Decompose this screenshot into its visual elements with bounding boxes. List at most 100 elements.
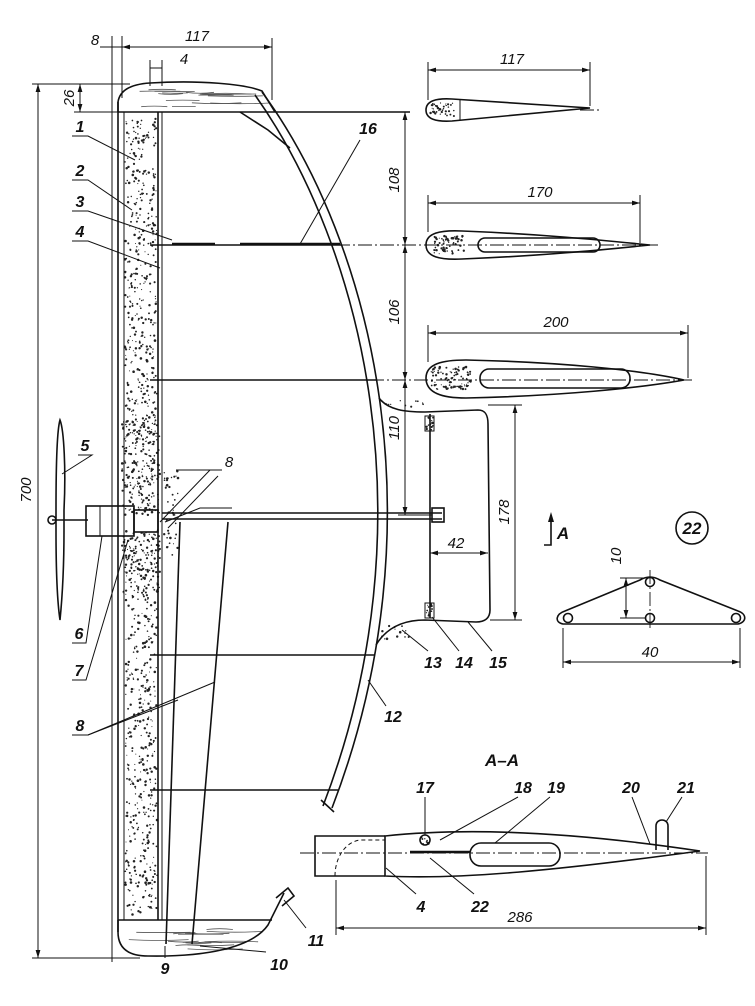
- stipple-dot: [143, 585, 146, 588]
- stipple-dot: [149, 199, 152, 202]
- leader-16: [299, 139, 361, 245]
- stipple-dot: [129, 152, 131, 155]
- stipple-dot: [145, 351, 148, 354]
- stipple-dot: [438, 241, 441, 245]
- stipple-dot: [140, 796, 143, 799]
- stipple-dot: [405, 630, 407, 632]
- stipple-dot: [131, 476, 134, 479]
- stipple-dot: [438, 367, 441, 370]
- stipple-dot: [128, 578, 131, 582]
- stipple-dot: [138, 137, 140, 139]
- stipple-dot: [128, 727, 130, 729]
- stipple-dot: [170, 476, 173, 479]
- stipple-dot: [145, 380, 147, 383]
- stipple-dot: [148, 635, 150, 638]
- dim-fin-height: 178: [496, 499, 513, 525]
- stipple-dot: [125, 814, 129, 818]
- stipple-dot: [167, 501, 169, 503]
- stipple-dot: [141, 188, 143, 191]
- stipple-dot: [126, 200, 130, 204]
- stipple-dot: [132, 326, 136, 330]
- stipple-dot: [149, 430, 153, 434]
- stipple-dot: [142, 422, 145, 425]
- stipple-dot: [150, 496, 153, 498]
- stipple-dot: [445, 237, 448, 239]
- stipple-dot: [134, 347, 138, 350]
- stipple-dot: [144, 561, 146, 564]
- stipple-dot: [460, 375, 463, 378]
- leader-19: [494, 796, 551, 844]
- stipple-dot: [141, 436, 143, 438]
- stipple-dot: [132, 126, 135, 129]
- stipple-dot: [147, 318, 150, 320]
- stipple-dot: [149, 483, 152, 486]
- stipple-dot: [445, 373, 448, 376]
- stipple-dot: [136, 198, 138, 200]
- stipple-dot: [131, 750, 134, 752]
- stipple-dot: [132, 170, 134, 173]
- stipple-dot: [140, 192, 144, 195]
- stipple-dot: [144, 699, 146, 701]
- stipple-dot: [164, 486, 167, 489]
- stipple-dot: [142, 423, 144, 426]
- stipple-dot: [427, 606, 430, 608]
- callout-17: 17: [416, 780, 435, 797]
- stipple-dot: [125, 420, 129, 423]
- stipple-dot: [456, 240, 459, 243]
- stipple-dot: [149, 291, 152, 293]
- dimension-arrowhead: [402, 237, 408, 245]
- stipple-dot: [140, 498, 143, 500]
- stipple-dot: [128, 260, 131, 263]
- stipple-dot: [145, 554, 147, 556]
- stipple-dot: [126, 777, 128, 780]
- stipple-dot: [151, 492, 154, 495]
- stipple-dot: [129, 703, 132, 706]
- stipple-dot: [445, 385, 447, 388]
- stipple-dot: [153, 128, 156, 131]
- stipple-dot: [146, 772, 149, 775]
- stipple-dot: [168, 485, 171, 489]
- stipple-dot: [138, 298, 141, 300]
- stipple-dot: [147, 253, 149, 256]
- stipple-dot: [137, 562, 141, 566]
- stipple-dot: [138, 490, 140, 492]
- stipple-dot: [138, 231, 140, 233]
- stipple-dot: [151, 467, 153, 470]
- stipple-dot: [173, 475, 176, 478]
- stipple-dot: [454, 367, 457, 371]
- stipple-dot: [136, 420, 138, 423]
- stipple-dot: [132, 818, 135, 821]
- stipple-dot: [142, 184, 145, 187]
- stipple-dot: [430, 428, 433, 431]
- stipple-dot: [143, 424, 146, 426]
- stipple-dot: [137, 586, 140, 588]
- stipple-dot: [125, 581, 127, 583]
- stipple-dot: [131, 420, 135, 424]
- stipple-dot: [131, 556, 134, 558]
- stipple-dot: [149, 321, 152, 324]
- tip-trailing-insert: [239, 111, 291, 149]
- stipple-dot: [133, 832, 136, 835]
- stipple-dot: [124, 883, 127, 886]
- stipple-dot: [140, 434, 143, 437]
- stipple-dot: [152, 739, 155, 742]
- stipple-dot: [147, 840, 150, 844]
- stipple-dot: [140, 734, 142, 737]
- stipple-dot: [451, 253, 453, 255]
- stipple-dot: [141, 372, 144, 376]
- stipple-dot: [135, 787, 137, 789]
- stipple-dot: [124, 566, 127, 569]
- stipple-dot: [140, 760, 142, 762]
- stipple-dot: [148, 618, 151, 621]
- stipple-dot: [430, 425, 433, 429]
- stipple-dot: [142, 459, 144, 462]
- stipple-dot: [168, 542, 171, 545]
- stipple-dot: [439, 102, 442, 104]
- stipple-dot: [125, 446, 128, 449]
- stipple-dot: [138, 347, 141, 350]
- dimension-arrowhead: [428, 67, 436, 73]
- stipple-dot: [129, 840, 132, 843]
- stipple-dot: [133, 180, 136, 183]
- stipple-dot: [144, 746, 147, 749]
- callout-9: 9: [161, 961, 170, 978]
